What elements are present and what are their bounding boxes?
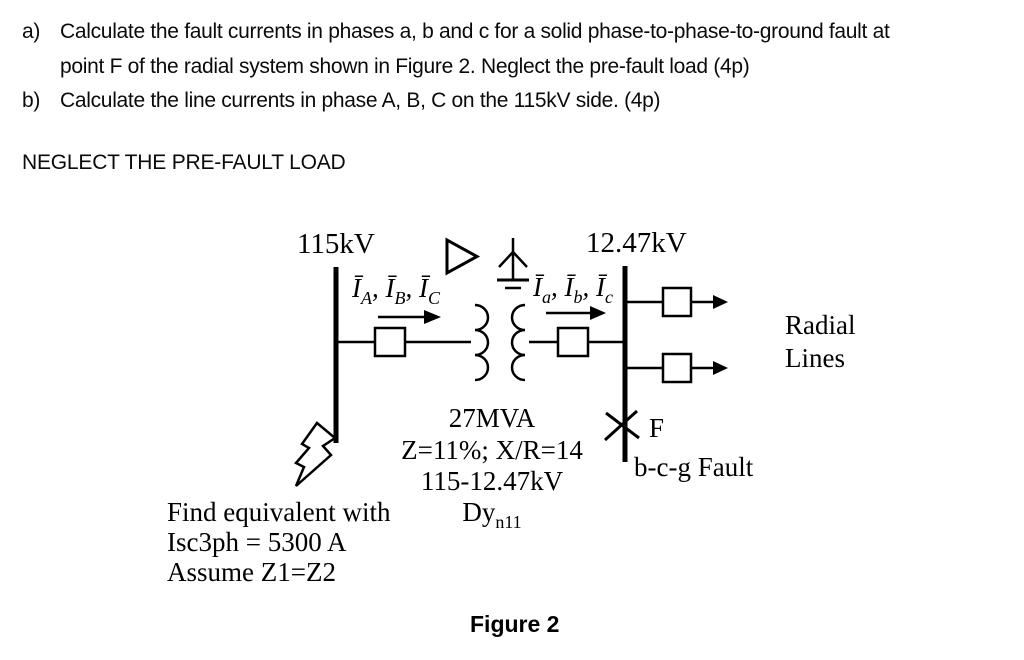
fault-type-label: b-c-g Fault xyxy=(634,452,754,482)
feeder-2-arrow-icon xyxy=(713,361,728,375)
bus-115kv-label: 115kV xyxy=(297,228,375,260)
radial-feeder-2 xyxy=(627,352,728,384)
radial-feeder-1 xyxy=(627,286,728,318)
grounded-wye-winding-icon xyxy=(497,238,529,290)
current-arrow-115kv-icon xyxy=(378,310,441,324)
feeder-2-breaker-icon xyxy=(661,352,693,384)
item-a-marker: a) xyxy=(22,20,41,43)
figure-caption: Figure 2 xyxy=(470,611,559,637)
fault-point-label: F xyxy=(649,413,664,443)
item-a-text-line2: point F of the radial system shown in Fi… xyxy=(60,55,750,78)
problem-item-b-line: b) Calculate the line currents in phase A… xyxy=(22,89,661,113)
problem-item-a-line1: a) Calculate the fault currents in phases… xyxy=(22,20,890,44)
breaker-12kv-icon xyxy=(556,326,590,358)
delta-winding-icon xyxy=(445,237,481,276)
pre-fault-note: NEGLECT THE PRE-FAULT LOAD xyxy=(22,151,346,174)
transformer-coil-secondary-icon xyxy=(510,303,526,382)
transformer-rating-label: 27MVA xyxy=(449,403,536,433)
currents-12kv-label: Īa, Īb, Īc xyxy=(532,272,613,307)
item-b-text: Calculate the line currents in phase A, … xyxy=(60,89,661,112)
problem-item-a-line2: point F of the radial system shown in Fi… xyxy=(60,55,750,79)
fault-x-icon xyxy=(603,409,640,442)
transformer-coil-primary-icon xyxy=(474,303,490,382)
breaker-115kv-icon xyxy=(373,326,407,358)
item-a-text-line1: Calculate the fault currents in phases a… xyxy=(60,20,890,43)
feeder-1-breaker-icon xyxy=(661,286,693,318)
transformer-impedance-label: Z=11%; X/R=14 xyxy=(401,435,583,465)
currents-115kv-label: ĪA, ĪB, ĪC xyxy=(351,273,441,308)
current-arrow-12kv-icon xyxy=(546,306,606,320)
radial-lines-label-1: Radial xyxy=(785,310,855,340)
source-note-line2: Isc3ph = 5300 A xyxy=(167,527,347,557)
radial-lines-label-2: Lines xyxy=(785,343,845,373)
feeder-1-arrow-icon xyxy=(713,295,728,309)
item-b-marker: b) xyxy=(22,89,41,112)
lightning-bolt-icon xyxy=(294,421,338,487)
transformer-voltages-label: 115-12.47kV xyxy=(421,466,564,496)
source-note-line3: Assume Z1=Z2 xyxy=(167,557,336,587)
transformer-vector-group-label: Dyn11 xyxy=(462,497,521,532)
source-note-line1: Find equivalent with xyxy=(167,497,391,527)
bus-12kv-label: 12.47kV xyxy=(586,227,687,259)
